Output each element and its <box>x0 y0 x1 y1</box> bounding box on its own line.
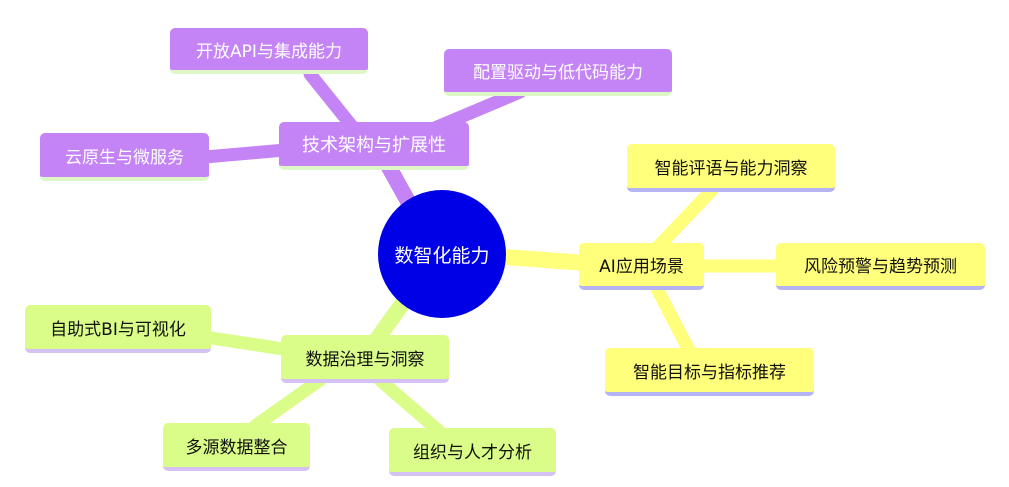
link-root-ai <box>497 249 593 271</box>
branch-node-data[interactable]: 数据治理与洞察 <box>281 335 449 383</box>
leaf-node-lowcode[interactable]: 配置驱动与低代码能力 <box>444 49 672 96</box>
link-data-multi <box>248 373 327 433</box>
link-data-bi <box>198 330 297 357</box>
leaf-node-risk[interactable]: 风险预警与趋势预测 <box>776 243 985 290</box>
leaf-node-org[interactable]: 组织与人才分析 <box>389 428 556 476</box>
branch-node-tech[interactable]: 技术架构与扩展性 <box>279 122 469 170</box>
link-ai-target <box>648 278 697 359</box>
leaf-node-multisource[interactable]: 多源数据整合 <box>163 423 310 471</box>
branch-node-ai[interactable]: AI应用场景 <box>579 243 704 290</box>
link-tech-api <box>303 67 362 137</box>
leaf-node-cloud[interactable]: 云原生与微服务 <box>40 133 209 181</box>
leaf-node-target[interactable]: 智能目标与指标推荐 <box>605 348 814 396</box>
leaf-node-api[interactable]: 开放API与集成能力 <box>170 28 368 74</box>
link-tech-cloud <box>198 143 292 164</box>
link-ai-eval <box>648 183 719 257</box>
leaf-node-bi[interactable]: 自助式BI与可视化 <box>25 305 211 353</box>
link-data-org <box>373 373 447 439</box>
root-node[interactable]: 数智化能力 <box>378 190 506 318</box>
leaf-node-eval[interactable]: 智能评语与能力洞察 <box>627 144 835 192</box>
